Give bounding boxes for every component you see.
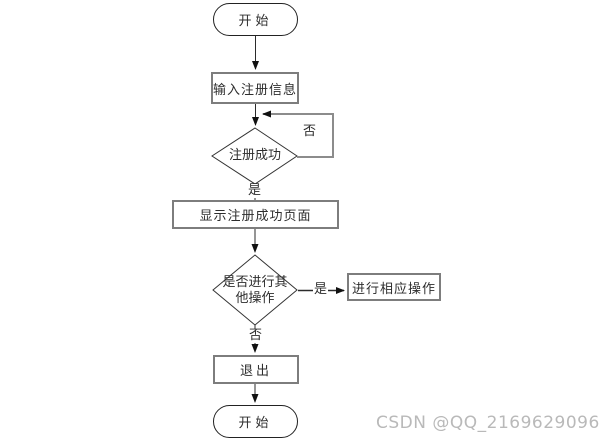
process-perform-operations-label: 进行相应操作 [351,281,436,297]
terminator-start-top-label: 开始 [238,14,273,29]
process-perform-operations: 进行相应操作 [347,273,441,301]
edge-label-yes-other-ops: 是 [313,282,329,297]
edge-label-no-loop: 否 [302,124,318,139]
csdn-watermark: CSDN @QQ_2169629096 [376,413,600,433]
decision-other-operations-label: 是否进行其他操作 [222,275,288,306]
connector-no-loop [262,110,334,158]
process-exit-label: 退出 [239,364,272,379]
edge-label-yes-register: 是 [247,183,263,198]
terminator-start-bottom-label: 开始 [238,416,273,431]
process-show-success-page: 显示注册成功页面 [172,200,339,229]
process-show-success-page-label: 显示注册成功页面 [199,209,312,224]
process-exit: 退出 [213,355,299,384]
process-input-registration: 输入注册信息 [211,72,299,104]
process-input-registration-label: 输入注册信息 [213,82,298,98]
decision-register-success-label: 注册成功 [228,148,281,163]
edge-label-no-other-ops: 否 [248,328,264,343]
terminator-start-top: 开始 [213,3,298,36]
terminator-start-bottom: 开始 [213,405,298,438]
